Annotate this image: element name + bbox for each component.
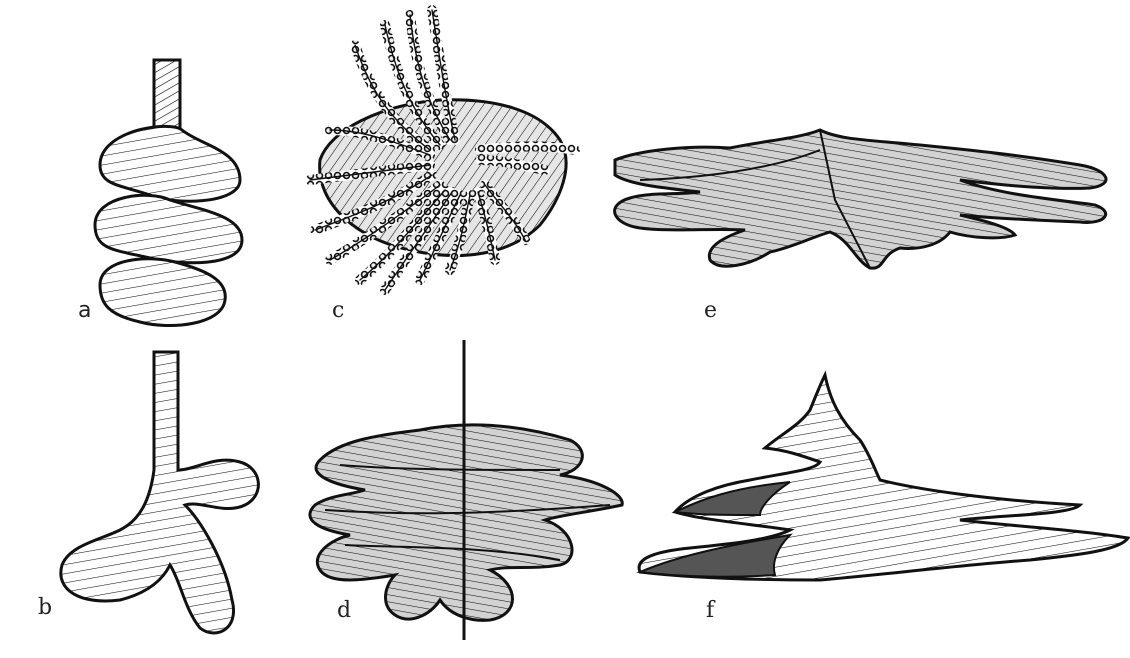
panel-label-f: f	[706, 598, 716, 623]
panel-e-spreading: e	[615, 130, 1106, 323]
panel-d-whorled: d	[310, 340, 622, 640]
panel-b-branching: b	[38, 352, 258, 633]
panel-label-c: c	[332, 298, 344, 323]
panel-label-a: a	[78, 298, 91, 323]
panel-label-e: e	[704, 298, 717, 323]
panel-c-radial: c	[310, 10, 575, 323]
panel-label-b: b	[38, 595, 52, 620]
panel-f-layered: f	[639, 375, 1128, 623]
panel-label-d: d	[337, 598, 351, 623]
panel-a-spiral: a	[78, 60, 242, 326]
